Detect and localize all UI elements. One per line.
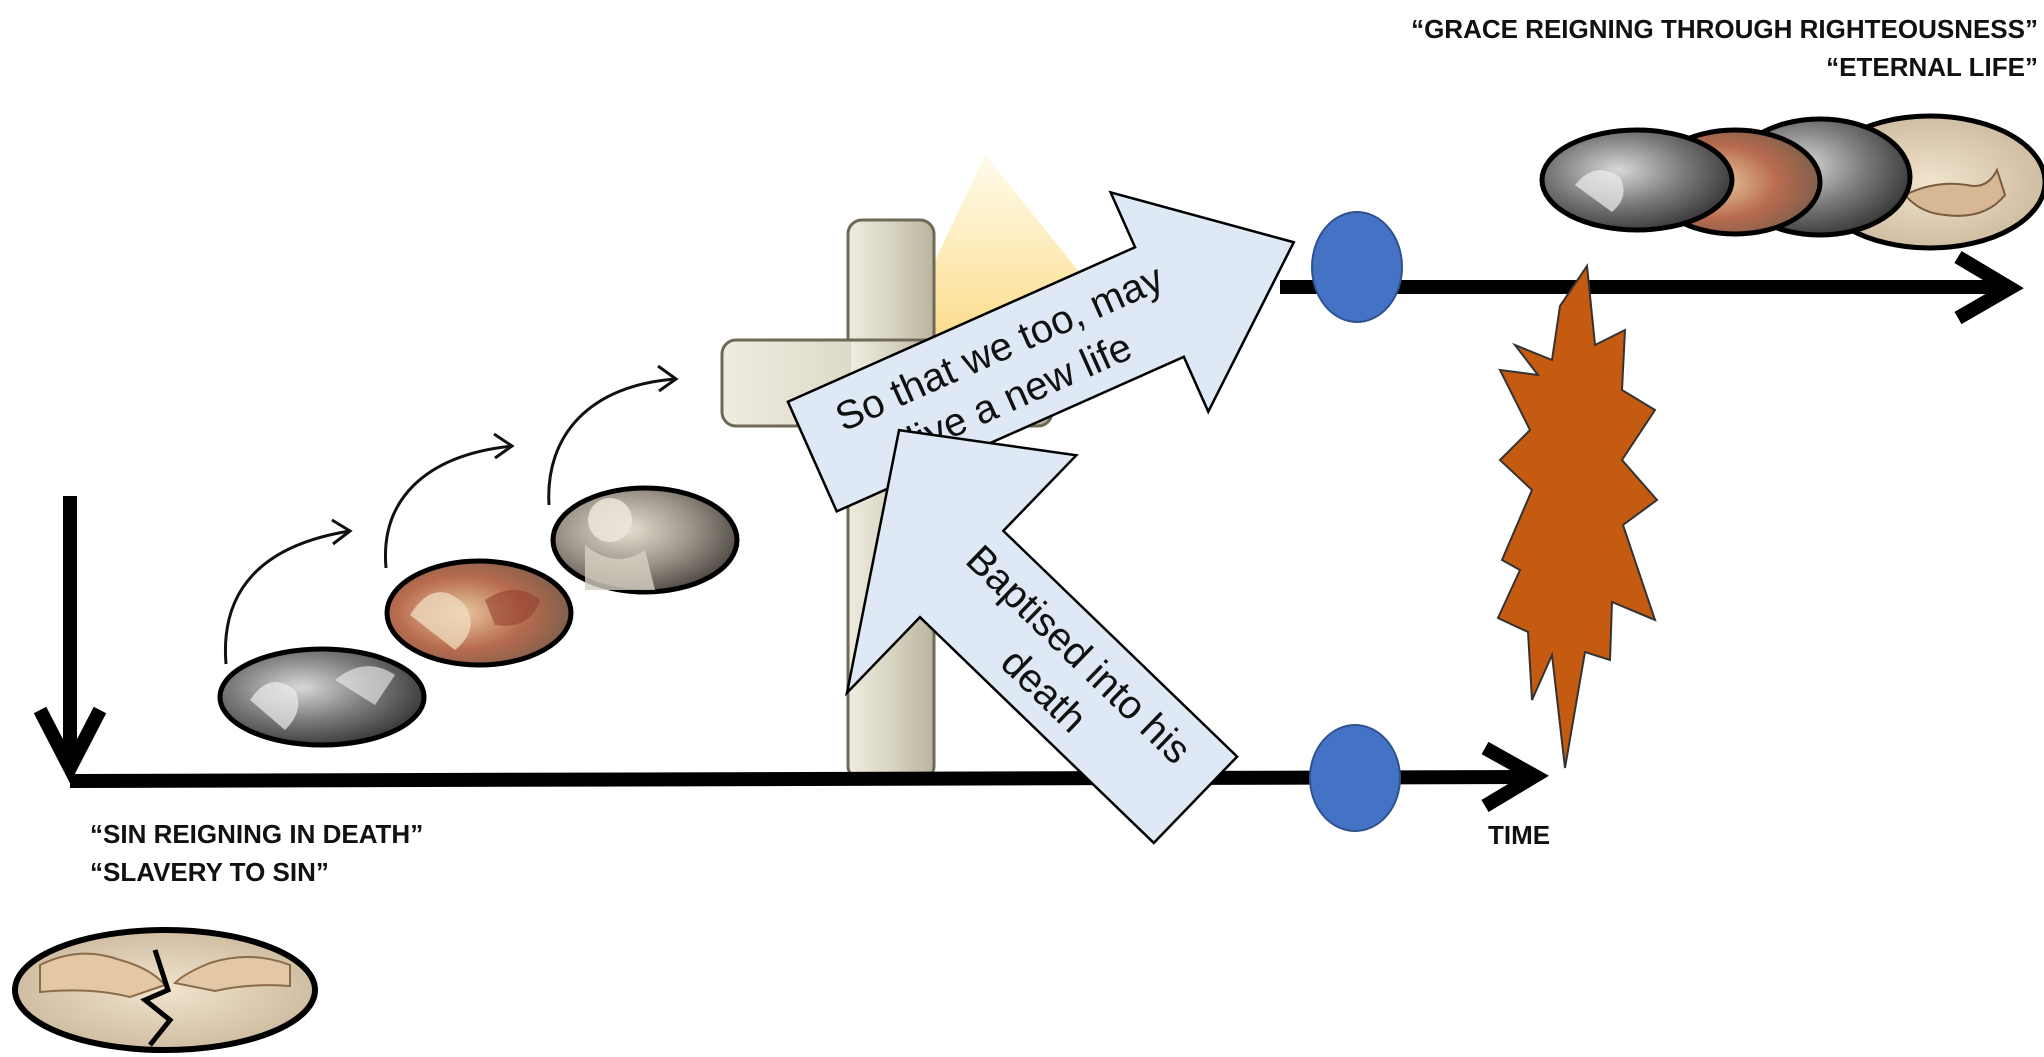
image-expulsion [217, 646, 427, 748]
grace-caption: “GRACE REIGNING THROUGH RIGHTEOUSNESS” [1411, 14, 2038, 44]
curved-arrow-1 [223, 529, 351, 665]
new-life-image-cluster [1539, 113, 2044, 251]
slavery-caption: “SLAVERY TO SIN” [90, 857, 329, 887]
old-timeline-arrowhead [1481, 741, 1549, 813]
image-crowd-painting [384, 558, 574, 668]
event-dot-baptism [1309, 724, 1401, 832]
image-cluster-1 [1539, 127, 1735, 233]
new-timeline-arrowhead [1954, 250, 2024, 325]
creation-of-adam-broken-icon [12, 927, 318, 1053]
eternal-life-caption: “ETERNAL LIFE” [1826, 52, 2038, 82]
event-dot-new-life [1311, 211, 1403, 323]
progression-arrows [223, 364, 679, 665]
curved-arrow-1-head [331, 518, 353, 546]
fall-arrowhead [33, 706, 107, 784]
curved-arrow-3-head [657, 364, 679, 393]
explosion-icon [1496, 263, 1659, 769]
curved-arrow-3 [547, 377, 677, 506]
curved-arrow-2-head [493, 432, 515, 460]
sin-reigning-caption: “SIN REIGNING IN DEATH” [90, 819, 424, 849]
time-axis-label: TIME [1488, 820, 1551, 850]
old-life-timeline [69, 770, 1526, 788]
curved-arrow-2 [383, 444, 513, 569]
image-moses-statue [550, 485, 740, 595]
